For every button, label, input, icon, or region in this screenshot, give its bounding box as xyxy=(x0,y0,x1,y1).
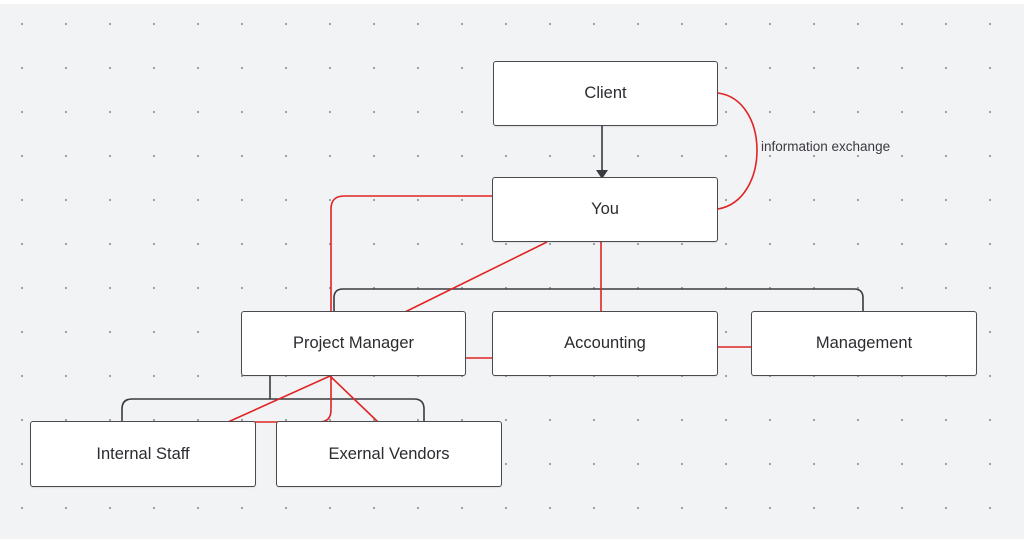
pm-to-internal-staff-link xyxy=(227,375,331,423)
canvas-top-strip xyxy=(0,0,1024,4)
departments-bracket xyxy=(333,288,864,311)
internal-staff-label: Internal Staff xyxy=(96,444,190,463)
pm-to-vendors-link xyxy=(329,375,379,423)
external-vendors-label: Exernal Vendors xyxy=(328,444,450,463)
team-bracket xyxy=(121,398,425,421)
client-node[interactable]: Client xyxy=(493,61,718,126)
you-to-project-manager-link xyxy=(404,241,548,313)
information-exchange-label: information exchange xyxy=(761,139,891,154)
information-exchange-curve xyxy=(717,92,758,210)
project-manager-node[interactable]: Project Manager xyxy=(241,311,466,376)
you-to-staff-link xyxy=(166,195,492,423)
client-label: Client xyxy=(584,84,627,102)
internal-staff-node[interactable]: Internal Staff xyxy=(30,421,256,487)
external-vendors-node[interactable]: Exernal Vendors xyxy=(276,421,502,487)
accounting-node[interactable]: Accounting xyxy=(492,311,718,376)
accounting-label: Accounting xyxy=(564,334,646,352)
arrow-head xyxy=(596,170,608,179)
management-node[interactable]: Management xyxy=(751,311,977,376)
you-label: You xyxy=(591,200,619,218)
management-label: Management xyxy=(815,334,913,352)
project-manager-label: Project Manager xyxy=(292,334,415,352)
you-node[interactable]: You xyxy=(492,177,718,242)
